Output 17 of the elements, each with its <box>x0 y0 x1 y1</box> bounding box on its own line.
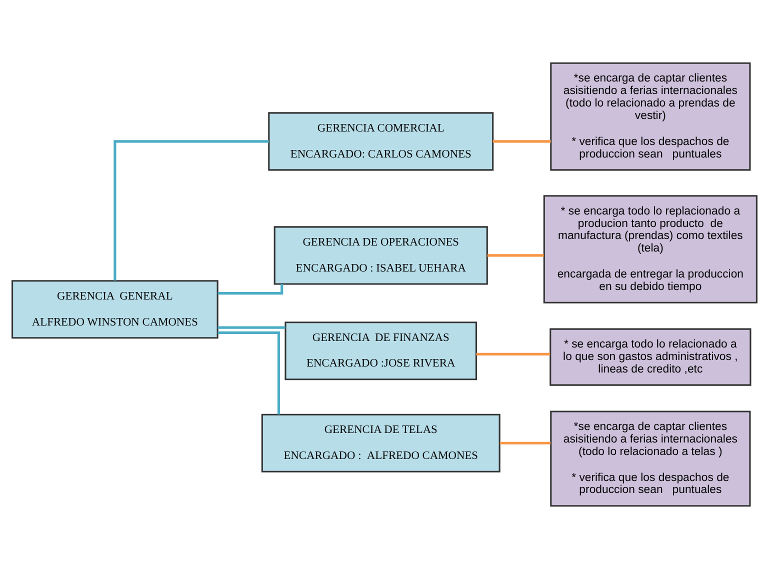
connector <box>218 326 286 329</box>
connector <box>487 254 544 257</box>
node-box: *se encarga de captar clientes asisitiendo a ferias internacionales (todo lo relacionado a prendas de vestir) * verifica que los despachos de produccion sean puntuales <box>550 62 751 171</box>
connector <box>114 140 269 280</box>
connector <box>218 331 280 414</box>
connector <box>476 352 550 356</box>
node-box: * se encarga todo lo replacionado a producion tanto producto de manufactura (prendas) como textiles (tela) encargada de entregar la produccion en su debido tiempo <box>543 195 758 304</box>
connector <box>492 140 551 143</box>
node-box: GERENCIA DE FINANZAS ENCARGADO :JOSE RIVERA <box>284 322 478 380</box>
connector <box>218 284 284 295</box>
node-box: GERENCIA GENERAL ALFREDO WINSTON CAMONES <box>12 280 218 339</box>
node-box: GERENCIA DE OPERACIONES ENCARGADO : ISABEL UEHARA <box>274 226 488 285</box>
node-box: GERENCIA COMERCIAL ENCARGADO: CARLOS CAMONES <box>268 112 494 171</box>
node-box: *se encarga de captar clientes asisitiendo a ferias internacionales (todo lo relacionado a telas ) * verifica que los despachos de produccion sean puntuales <box>550 410 751 507</box>
connector <box>500 442 551 444</box>
node-box: * se encarga todo lo relacionado a lo que son gastos administrativos , lineas de credito ,etc <box>550 328 752 386</box>
node-box: GERENCIA DE TELAS ENCARGADO : ALFREDO CAMONES <box>261 414 500 472</box>
